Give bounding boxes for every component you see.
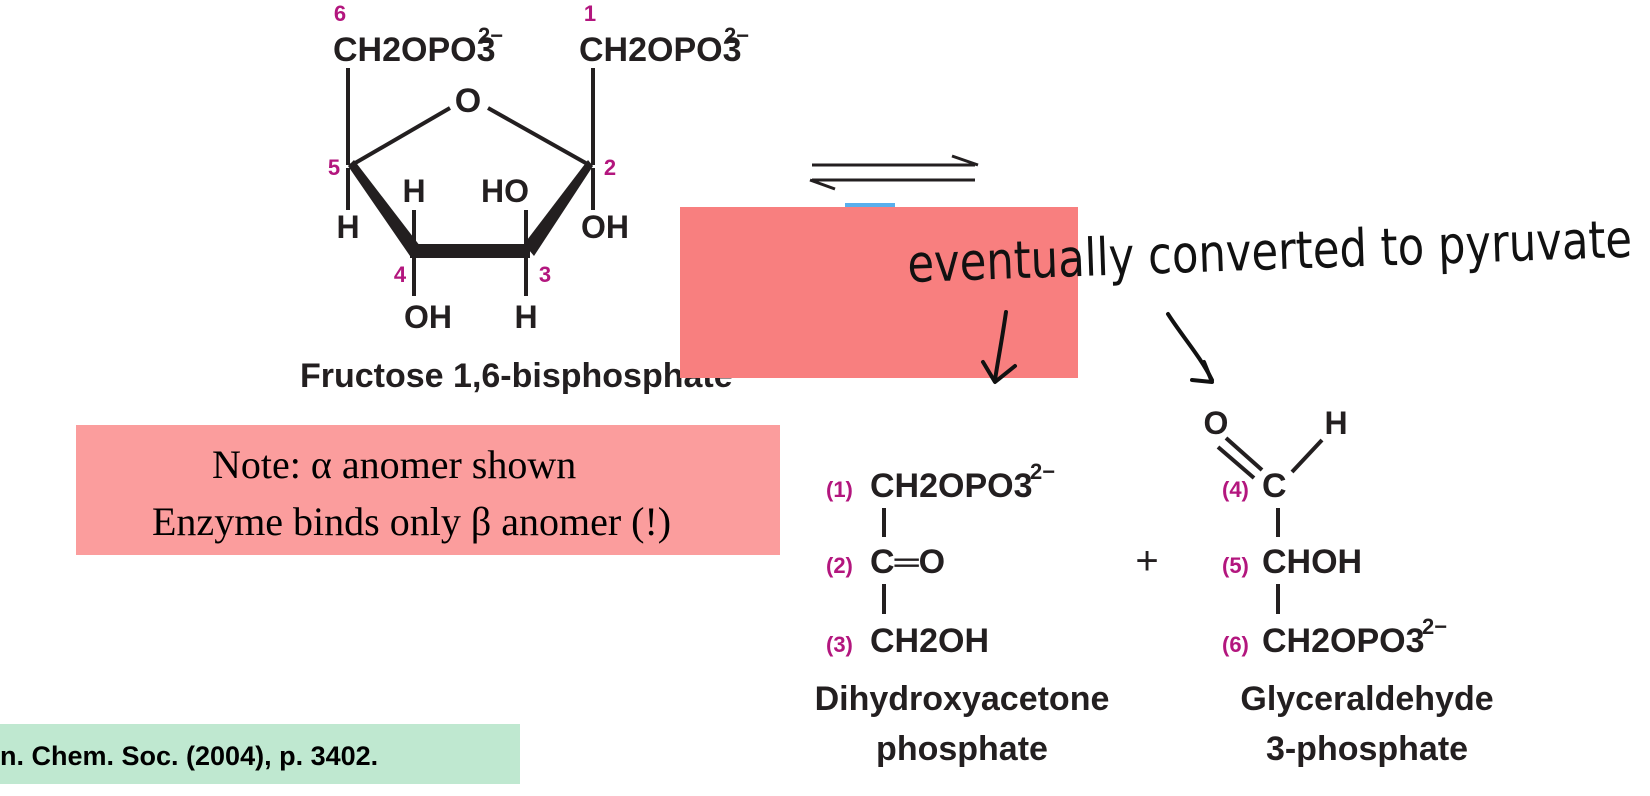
dhap-name-2: phosphate: [876, 730, 1048, 768]
gap-name-1: Glyceraldehyde: [1240, 680, 1493, 718]
note-line-1: Note: α anomer shown: [212, 442, 576, 487]
wedge-c5-c4: [348, 160, 420, 256]
fbp-left-charge: 2−: [478, 23, 503, 48]
dhap-number-1: (1): [826, 477, 853, 502]
dhap-number-3: (3): [826, 632, 853, 657]
wedge-c3-c2: [524, 160, 593, 256]
equilibrium-arrows: [809, 154, 979, 211]
carbon-number-6: 6: [334, 1, 346, 26]
oh-on-c4: OH: [404, 299, 452, 335]
gap-row-4: C: [1262, 467, 1287, 505]
dhap-structure: (1) CH2OPO3 2− (2) C═O (3) CH2OH Dihydro…: [815, 459, 1110, 768]
carbon-number-2: 2: [604, 155, 616, 180]
bond-o-c2: [487, 106, 592, 168]
carbon-number-4: 4: [394, 262, 407, 287]
carbon-number-3: 3: [539, 262, 551, 287]
dhap-number-2: (2): [826, 553, 853, 578]
carbon-number-1: 1: [584, 1, 596, 26]
gap-number-6: (6): [1222, 632, 1249, 657]
fbp-left-group: CH2OPO3: [333, 31, 496, 69]
gap-double-bond-b: [1216, 445, 1256, 480]
gap-row-6: CH2OPO3: [1262, 622, 1425, 660]
dhap-row-2: C═O: [870, 543, 945, 581]
plus-sign: +: [1135, 539, 1158, 583]
gap-name-2: 3-phosphate: [1266, 730, 1468, 768]
dhap-name-1: Dihydroxyacetone: [815, 680, 1110, 718]
ho-on-c3: HO: [481, 173, 529, 209]
reference-box: n. Chem. Soc. (2004), p. 3402.: [0, 724, 520, 784]
note-box: Note: α anomer shown Enzyme binds only β…: [76, 425, 780, 555]
oh-on-c2: OH: [581, 209, 629, 245]
h-on-c3: H: [514, 299, 537, 335]
dhap-row-3: CH2OH: [870, 622, 989, 660]
fbp-right-charge: 2−: [724, 23, 749, 48]
bond-c5-o: [348, 106, 452, 168]
gap-number-4: (4): [1222, 477, 1249, 502]
h-on-c4: H: [402, 173, 425, 209]
gap-number-5: (5): [1222, 553, 1249, 578]
cover-box: [680, 207, 1078, 378]
fbp-left-phosphate: CH2OPO3: [333, 31, 496, 69]
h-on-c5: H: [336, 209, 359, 245]
wedge-c4-c3: [410, 244, 530, 258]
note-line-2: Enzyme binds only β anomer (!): [152, 499, 671, 544]
gap-double-bond-a: [1224, 436, 1264, 472]
gap-aldehyde-h: H: [1324, 405, 1347, 441]
carbon-number-5: 5: [328, 155, 340, 180]
arrow-to-dhap: [993, 310, 1008, 382]
gap-charge: 2−: [1422, 614, 1447, 639]
fbp-name: Fructose 1,6-bisphosphate: [300, 357, 733, 395]
fructose-bisphosphate-structure: 6 1 CH2OPO3 2− CH2OPO3 2− O 5 2 4 3 H H …: [300, 1, 749, 395]
gap-structure: O H (4) C (5) CHOH (6) CH2OPO3 2− Glycer…: [1204, 405, 1494, 768]
fbp-right-group: CH2OPO3: [579, 31, 742, 69]
ring-oxygen: O: [455, 82, 481, 120]
gap-bond-h: [1290, 438, 1324, 474]
reference-text: n. Chem. Soc. (2004), p. 3402.: [0, 741, 378, 771]
gap-row-5: CHOH: [1262, 543, 1362, 581]
fbp-right-phosphate: CH2OPO3: [579, 31, 742, 69]
dhap-row-1: CH2OPO3: [870, 467, 1033, 505]
dhap-charge: 2−: [1030, 459, 1055, 484]
arrow-to-gap-head: [1190, 360, 1214, 384]
arrow-to-dhap-head: [981, 360, 1017, 384]
gap-aldehyde-o: O: [1204, 405, 1229, 441]
